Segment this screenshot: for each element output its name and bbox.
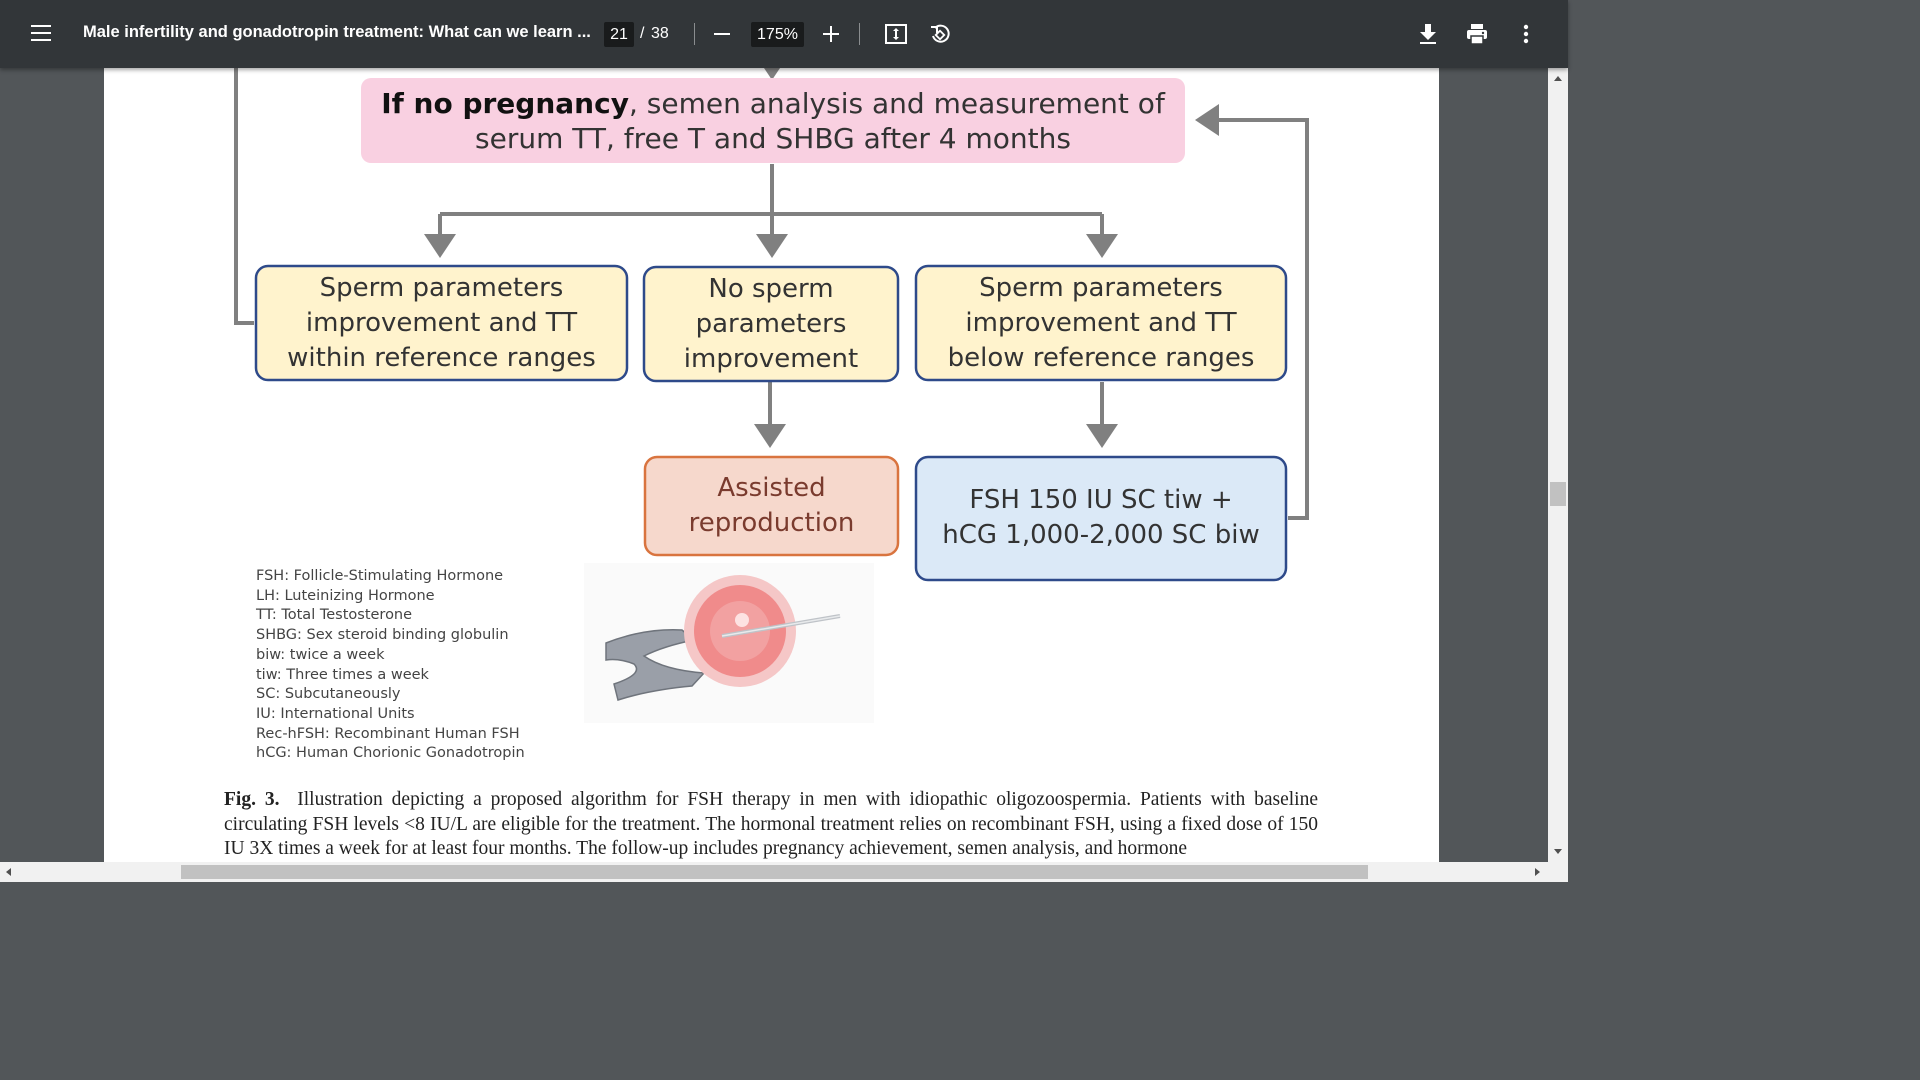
box-right [914, 264, 1288, 382]
legend-item: SC: Subcutaneously [256, 686, 401, 703]
horizontal-scroll-thumb[interactable] [181, 865, 1368, 879]
pdf-toolbar: Male infertility and gonadotropin treatm… [0, 0, 1568, 68]
top-box-line1: , semen analysis and measurement of [628, 87, 1165, 120]
menu-icon[interactable] [31, 25, 51, 41]
box-treatment-line: hCG 1,000-2,000 SC biw [942, 520, 1260, 550]
box-left [254, 264, 629, 382]
page-number-input[interactable]: 21 [604, 22, 634, 47]
box-middle-line: No sperm [708, 274, 834, 304]
more-vert-icon[interactable] [1518, 22, 1534, 46]
box-middle-line: parameters [695, 309, 847, 339]
legend-item: IU: International Units [256, 705, 415, 722]
box-treatment-text: FSH 150 IU SC tiw + hCG 1,000-2,000 SC b… [916, 483, 1286, 553]
box-assisted-line: Assisted [717, 473, 826, 503]
legend-item: FSH: Follicle-Stimulating Hormone [256, 568, 504, 584]
box-assisted-line: reproduction [688, 508, 855, 538]
box-middle [642, 265, 900, 383]
page-total: 38 [651, 25, 669, 42]
box-right-line: below reference ranges [947, 343, 1255, 373]
flowchart-diagram [234, 68, 1309, 723]
legend-item: tiw: Three times a week [256, 666, 429, 683]
loop-arrow-right [1195, 104, 1309, 520]
pdf-page: If no pregnancy, semen analysis and meas… [104, 68, 1439, 862]
vertical-scrollbar[interactable] [1548, 68, 1568, 862]
legend-item: biw: twice a week [256, 646, 385, 663]
box-left-text: Sperm parameters improvement and TT with… [256, 271, 627, 376]
abbreviation-legend: FSH: Follicle-Stimulating Hormone LH: Lu… [256, 567, 525, 764]
rotate-icon[interactable] [928, 22, 952, 46]
print-icon[interactable] [1465, 22, 1489, 46]
figure-caption: Fig. 3. Illustration depicting a propose… [224, 788, 1318, 862]
box-right-line: improvement and TT [965, 308, 1237, 338]
top-box-bold: If no pregnancy [381, 87, 629, 120]
document-title: Male infertility and gonadotropin treatm… [83, 23, 591, 41]
top-box-line2: serum TT, free T and SHBG after 4 months [475, 122, 1071, 155]
box-right-text: Sperm parameters improvement and TT belo… [916, 271, 1286, 376]
toolbar-divider [694, 23, 695, 45]
legend-item: TT: Total Testosterone [256, 607, 413, 624]
box-left-line: improvement and TT [305, 308, 578, 338]
legend-item: Rec-hFSH: Recombinant Human FSH [256, 725, 520, 742]
page-separator: / [640, 25, 645, 42]
scroll-down-icon[interactable] [1554, 849, 1562, 854]
legend-item: hCG: Human Chorionic Gonadotropin [256, 745, 525, 762]
box-right-line: Sperm parameters [979, 273, 1223, 303]
document-viewer[interactable]: If no pregnancy, semen analysis and meas… [0, 68, 1548, 862]
vertical-scroll-thumb[interactable] [1550, 482, 1566, 506]
toolbar-divider [859, 23, 860, 45]
caption-label: Fig. 3. [224, 789, 280, 810]
fit-page-icon[interactable] [884, 22, 908, 46]
caption-text: Illustration depicting a proposed algori… [224, 789, 1318, 859]
download-icon[interactable] [1417, 22, 1439, 46]
horizontal-scrollbar[interactable] [0, 862, 1568, 882]
box-left-line: within reference ranges [287, 343, 596, 373]
scroll-left-icon[interactable] [6, 868, 11, 876]
zoom-out-icon[interactable] [714, 33, 730, 35]
box-treatment-line: FSH 150 IU SC tiw + [969, 485, 1233, 515]
icsi-illustration [584, 563, 874, 723]
top-box [361, 78, 1185, 163]
box-treatment [914, 455, 1288, 582]
zoom-input[interactable]: 175% [751, 22, 804, 47]
loop-line-left [234, 68, 254, 325]
box-middle-text: No sperm parameters improvement [644, 272, 898, 377]
top-box-text: If no pregnancy, semen analysis and meas… [361, 86, 1185, 156]
scroll-up-icon[interactable] [1554, 76, 1562, 81]
box-left-line: Sperm parameters [319, 273, 564, 303]
legend-item: LH: Luteinizing Hormone [256, 587, 435, 604]
box-middle-line: improvement [683, 344, 859, 374]
legend-item: SHBG: Sex steroid binding globulin [256, 627, 509, 644]
box-assisted [643, 455, 900, 557]
zoom-in-icon[interactable] [823, 26, 839, 42]
scroll-right-icon[interactable] [1535, 868, 1540, 876]
box-assisted-text: Assisted reproduction [645, 471, 898, 541]
